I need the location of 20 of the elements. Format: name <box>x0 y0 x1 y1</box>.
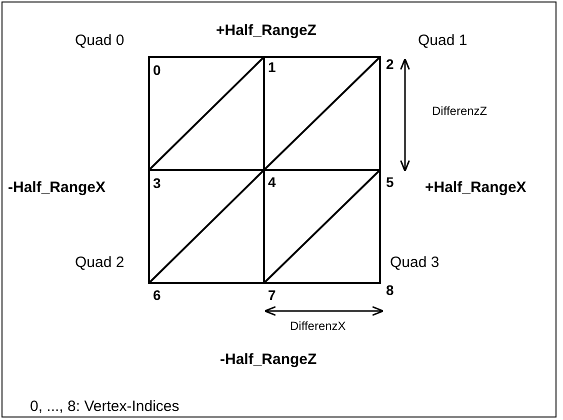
axis-range-label: +Half_RangeX <box>425 180 526 195</box>
vertex-index: 2 <box>386 57 394 71</box>
axis-range-label: -Half_RangeZ <box>220 352 317 367</box>
vertex-index: 7 <box>268 288 276 302</box>
quad-label: Quad 0 <box>75 33 124 48</box>
vertex-index: 1 <box>268 60 276 74</box>
axis-range-label: -Half_RangeX <box>8 180 106 195</box>
vertex-index: 0 <box>153 63 161 77</box>
vertex-index: 4 <box>268 175 276 189</box>
quad-label: Quad 1 <box>418 33 468 48</box>
vertex-index: 8 <box>386 283 394 297</box>
legend-note: 0, ..., 8: Vertex-Indices <box>30 399 180 414</box>
quad-label: Quad 2 <box>75 255 124 270</box>
vertex-index: 6 <box>153 288 161 302</box>
vertex-index: 3 <box>153 176 161 190</box>
axis-range-label: +Half_RangeZ <box>216 23 316 38</box>
dimension-label: DifferenzX <box>290 320 346 332</box>
quad-label: Quad 3 <box>390 255 440 270</box>
vertex-index: 5 <box>386 175 394 189</box>
dimension-label: DifferenzZ <box>432 105 488 117</box>
